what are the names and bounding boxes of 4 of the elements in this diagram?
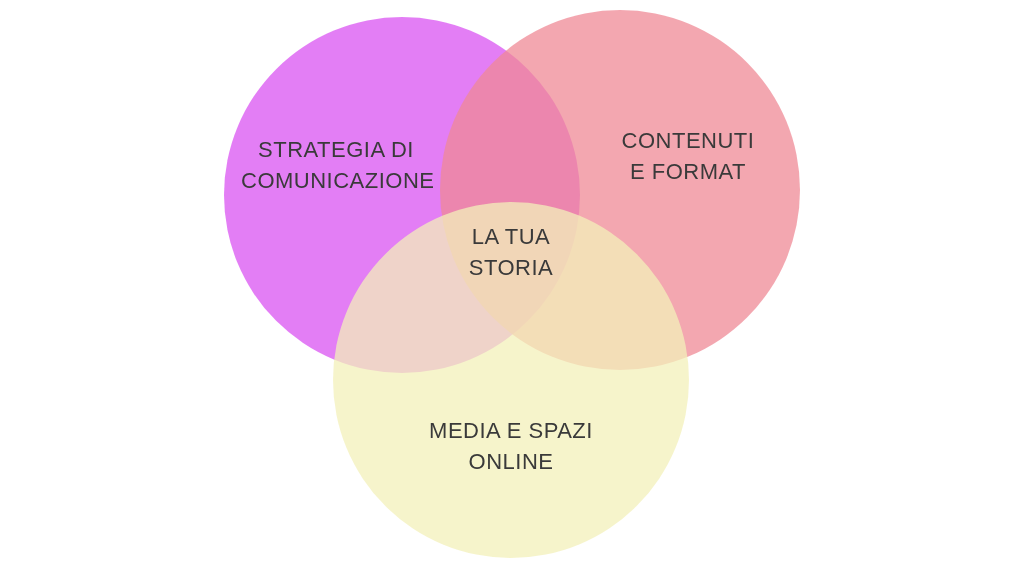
intersection-label: LA TUA STORIA	[467, 223, 555, 282]
circle-label: MEDIA E SPAZI ONLINE	[428, 417, 594, 476]
circle-label: STRATEGIA DI COMUNICAZIONE	[241, 136, 431, 195]
circle-label: CONTENUTI E FORMAT	[620, 127, 756, 186]
